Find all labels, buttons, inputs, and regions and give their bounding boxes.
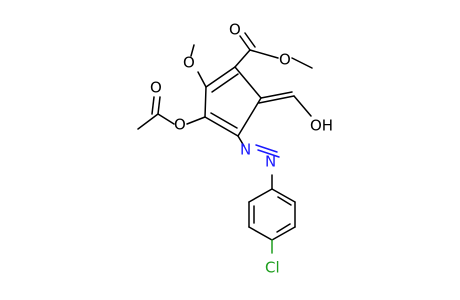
ester-carbonyl-bond [239,35,251,51]
acetoxy-methyl-bond [137,113,159,130]
exocyclic-bond-c5 [260,91,293,99]
phenyl-bond-6 [248,188,273,203]
ester-o-bond [249,49,279,59]
phenyl-bond-3 [271,226,296,241]
phenyl-bond-4 [248,226,273,241]
azo-nn-double-bond-b [255,144,278,153]
ring-bond-c3-c4-double [210,112,238,129]
phenyl-inner-bond-b [276,223,291,233]
ring-bond-c5-c1 [234,66,262,99]
ring-bond-c1-c2 [205,66,236,88]
exocyclic-double-bond-c5 [258,95,295,104]
ring-bond-c3-c4 [204,116,239,137]
methoxy-bond-ring [197,71,207,88]
atom-labels: O O O O O OH N N Cl [150,21,333,277]
acetoxy-carbonyl-bond [157,96,161,115]
ester-bond-c1-carbon [234,49,251,68]
phenyl-inner-bond-a [277,196,292,206]
phenyl-bond-1 [271,188,296,203]
nitrogen-azo-1-label: N [240,141,251,159]
ring-bond-c2-c3 [204,86,207,118]
ester-carbonyl-double-bond [244,32,256,48]
chlorine-label: Cl [265,259,280,277]
oxygen-carbonyl-label: O [229,21,241,39]
ring-bond-c4-c5 [237,97,262,137]
azo-nn-double-bond-a [257,149,280,158]
hydroxymethylene-bond [293,95,312,117]
ester-methyl-bond [291,57,313,69]
bonds [137,32,313,254]
acetoxy-o-carbon-bond [157,113,175,125]
oxygen-ester-label: O [279,51,291,69]
acetoxy-carbonyl-double-bond [151,96,155,115]
azo-bond-ring-n [237,135,245,147]
oxygen-acetoxy-label: O [174,116,186,134]
oxygen-methoxy-label: O [183,54,195,72]
methoxy-methyl-bond [190,44,195,57]
ring-bond-c1-c2-double [211,73,239,93]
hydroxyl-label: OH [310,117,333,135]
acetoxy-bond-ring [186,116,206,125]
oxygen-acetyl-carbonyl-label: O [150,79,162,97]
nitrogen-azo-2-label: N [265,153,276,171]
